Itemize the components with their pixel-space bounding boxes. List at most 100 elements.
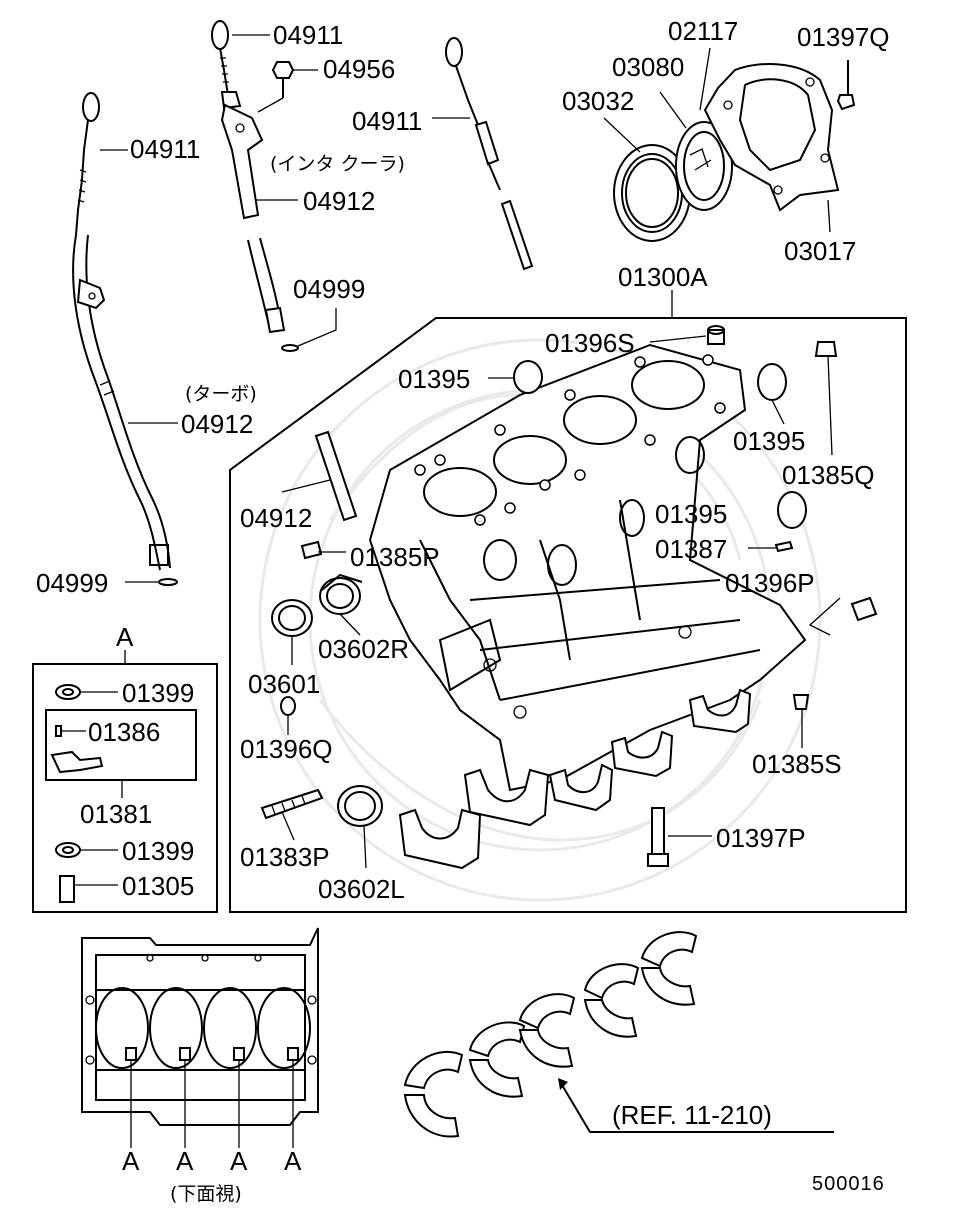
rear-case-03017[interactable] bbox=[703, 63, 840, 212]
cylinder-block[interactable] bbox=[368, 343, 807, 792]
bearing-caps bbox=[398, 688, 752, 870]
label-01305: 01305 bbox=[122, 871, 194, 901]
drawing-number: 500016 bbox=[812, 1173, 885, 1195]
valve-01386-shape[interactable] bbox=[55, 725, 62, 737]
label-turbo-note: (ターボ) bbox=[185, 383, 257, 405]
oil-jets bbox=[125, 1047, 299, 1061]
label-04912-mid: 04912 bbox=[303, 186, 375, 216]
plug-01385s-shape[interactable] bbox=[792, 694, 810, 710]
oring-mid[interactable] bbox=[281, 344, 299, 352]
bolt-01397q-shape bbox=[836, 94, 856, 111]
bore-1 bbox=[423, 467, 497, 517]
dipstick-turbo-group bbox=[72, 92, 178, 586]
label-01399-bottom: 01399 bbox=[122, 836, 194, 866]
bolt-01397p-shape[interactable] bbox=[651, 807, 665, 855]
label-01395-c: 01395 bbox=[655, 499, 727, 529]
label-01387: 01387 bbox=[655, 534, 727, 564]
assy-01381-box bbox=[45, 709, 197, 781]
bearing-cap-5[interactable] bbox=[398, 808, 482, 870]
label-04956: 04956 bbox=[323, 54, 395, 84]
detail-a-group bbox=[32, 650, 218, 913]
bearing-cap-2[interactable] bbox=[548, 763, 614, 812]
dipstick-intercooler-group bbox=[211, 20, 337, 352]
label-01385q: 01385Q bbox=[782, 460, 875, 490]
bolt-04956-shape bbox=[271, 61, 295, 79]
plug-01395-a-shape[interactable] bbox=[513, 360, 543, 394]
label-01300a: 01300A bbox=[618, 262, 708, 292]
label-01399-top: 01399 bbox=[122, 678, 194, 708]
label-03602r: 03602R bbox=[318, 634, 409, 664]
leader-lines bbox=[281, 335, 803, 869]
label-04999-left: 04999 bbox=[36, 568, 108, 598]
bearing-cap-3[interactable] bbox=[610, 730, 674, 778]
label-03080: 03080 bbox=[612, 52, 684, 82]
oring-left[interactable] bbox=[158, 578, 178, 586]
label-bottom-a-1: A bbox=[122, 1146, 140, 1176]
label-03032: 03032 bbox=[562, 86, 634, 116]
block-small-parts bbox=[260, 325, 878, 867]
label-03017: 03017 bbox=[784, 236, 856, 266]
plug-01396q-shape[interactable] bbox=[280, 696, 296, 716]
label-01381: 01381 bbox=[80, 799, 152, 829]
seal-03080[interactable] bbox=[675, 121, 733, 211]
label-04999-mid: 04999 bbox=[293, 274, 365, 304]
label-01396s: 01396S bbox=[545, 328, 635, 358]
bearing-shell-4[interactable] bbox=[583, 963, 640, 1000]
cylinder-block-box bbox=[229, 317, 907, 913]
plug-01385p-shape[interactable] bbox=[300, 540, 323, 560]
bearing-shell-1[interactable] bbox=[403, 1050, 464, 1090]
bearing-shell-5[interactable] bbox=[640, 931, 698, 968]
labels: 04911 04956 (インタ クーラ) 04912 04911 04999 … bbox=[36, 16, 890, 1205]
main-bearing-shells bbox=[403, 931, 834, 1138]
label-bottom-a-3: A bbox=[230, 1146, 248, 1176]
label-03601: 03601 bbox=[248, 669, 320, 699]
plug-01395-b-shape[interactable] bbox=[757, 363, 787, 401]
label-04911-top: 04911 bbox=[273, 20, 343, 50]
bearing-cap-1[interactable] bbox=[463, 768, 550, 827]
label-01385s: 01385S bbox=[752, 749, 842, 779]
label-ref-note: (REF. 11-210) bbox=[612, 1100, 772, 1130]
label-03602l: 03602L bbox=[318, 874, 405, 904]
label-04911-center: 04911 bbox=[352, 106, 422, 136]
label-detail-a: A bbox=[116, 622, 134, 652]
label-01396q: 01396Q bbox=[240, 734, 333, 764]
stud-01383p-shape[interactable] bbox=[260, 788, 324, 820]
bore-2 bbox=[493, 435, 567, 485]
washer-01399-top-shape[interactable] bbox=[55, 684, 81, 700]
dipstick-ring-center[interactable] bbox=[445, 37, 463, 67]
dipstick-ring-left[interactable] bbox=[82, 92, 100, 122]
label-01395-b: 01395 bbox=[733, 426, 805, 456]
dipstick-ring-mid[interactable] bbox=[211, 20, 229, 50]
label-01383p: 01383P bbox=[240, 842, 330, 872]
label-01396p: 01396P bbox=[725, 568, 815, 598]
label-01397p: 01397P bbox=[716, 823, 806, 853]
label-04912-left: 04912 bbox=[181, 409, 253, 439]
bolt-01305-shape[interactable] bbox=[59, 875, 75, 903]
label-04912-block: 04912 bbox=[240, 503, 312, 533]
label-01395-a: 01395 bbox=[398, 364, 470, 394]
dipstick-center-group bbox=[432, 37, 534, 271]
label-bottom-a-4: A bbox=[284, 1146, 302, 1176]
detail-a-box bbox=[32, 663, 218, 913]
jet-01381-shape[interactable] bbox=[50, 750, 104, 774]
washer-01399-bottom-shape[interactable] bbox=[55, 842, 81, 858]
label-04911-left: 04911 bbox=[130, 134, 200, 164]
bottom-view bbox=[81, 927, 319, 1148]
label-01385p: 01385P bbox=[350, 542, 440, 572]
label-01397q: 01397Q bbox=[797, 22, 890, 52]
label-bottom-view-note: (下面視) bbox=[170, 1183, 242, 1205]
plug-01395-c-shape[interactable] bbox=[777, 491, 807, 529]
bore-4 bbox=[631, 360, 705, 410]
pin-01387-shape[interactable] bbox=[774, 540, 794, 553]
plug-01396p-shape[interactable] bbox=[850, 596, 878, 622]
label-bottom-a-2: A bbox=[176, 1146, 194, 1176]
label-02117: 02117 bbox=[668, 16, 738, 46]
label-intercooler-note: (インタ クーラ) bbox=[270, 153, 405, 175]
bearing-shell-2[interactable] bbox=[468, 1021, 526, 1058]
plug-01385q-shape[interactable] bbox=[814, 341, 838, 357]
tube-04912-block-shape[interactable] bbox=[314, 430, 358, 522]
bearing-shell-3[interactable] bbox=[518, 993, 576, 1030]
bearing-cap-4[interactable] bbox=[688, 688, 752, 734]
label-01386: 01386 bbox=[88, 717, 160, 747]
